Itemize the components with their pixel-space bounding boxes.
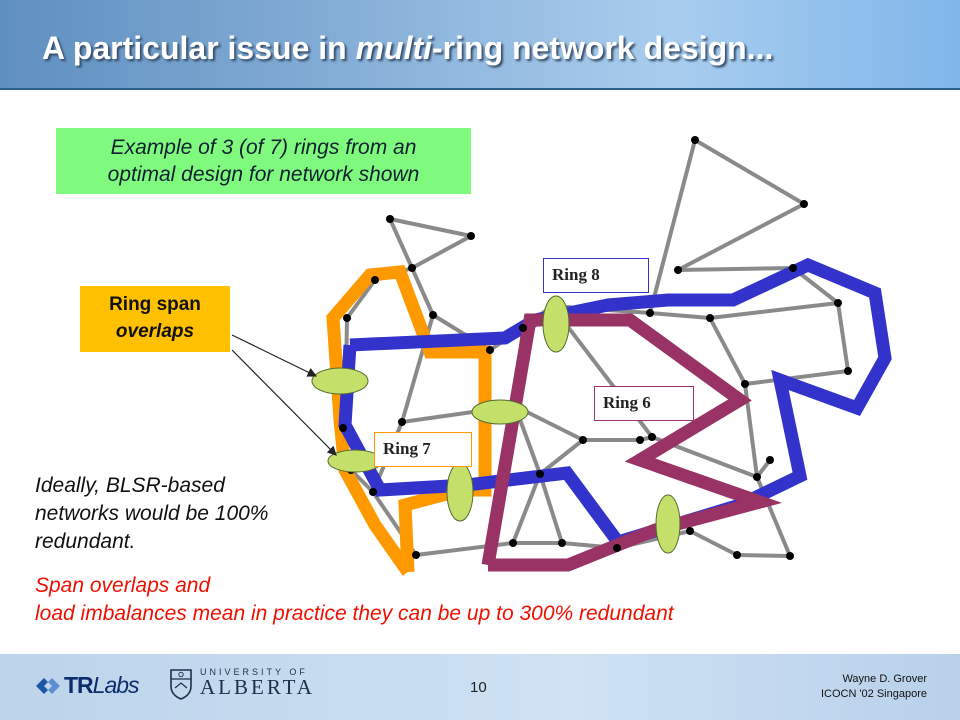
network-node	[519, 324, 527, 332]
network-span	[414, 541, 515, 557]
network-span	[693, 138, 806, 206]
network-span	[538, 472, 564, 545]
title-part-italic: multi	[355, 30, 433, 66]
network-span	[708, 316, 747, 386]
overlap-callout: Ring span overlaps	[80, 286, 230, 352]
footer-author: Wayne D. Grover ICOCN '02 Singapore	[821, 672, 927, 702]
overlap-line-1: Ring span	[109, 294, 201, 315]
slide-title: A particular issue in multi-ring network…	[42, 30, 773, 67]
title-part-1: A particular issue in	[42, 30, 356, 66]
network-span	[388, 217, 473, 238]
ring-6-label: Ring 6	[594, 386, 694, 421]
span-overlap-marker	[471, 399, 529, 425]
ua-small-text: UNIVERSITY OF	[200, 667, 308, 677]
network-node	[369, 488, 377, 496]
university-of-alberta-logo: UNIVERSITY OF ALBERTA	[168, 667, 315, 700]
span-overlap-note: Span overlaps and load imbalances mean i…	[35, 572, 935, 628]
network-node	[766, 456, 774, 464]
overlap-arrow	[231, 349, 337, 456]
network-node	[339, 424, 347, 432]
network-span	[648, 311, 712, 320]
overlap-arrow	[231, 334, 318, 377]
network-node	[613, 544, 621, 552]
trlabs-mark-icon	[36, 677, 60, 694]
ideal-line-2: networks would be 100%	[35, 502, 269, 525]
title-part-3: -ring network design...	[432, 30, 774, 66]
network-node	[686, 527, 694, 535]
network-node	[509, 539, 517, 547]
network-span	[836, 301, 850, 373]
network-node	[800, 200, 808, 208]
title-bar	[0, 0, 960, 90]
trlabs-wordmark: TRLabs	[64, 672, 140, 698]
network-span	[410, 234, 473, 270]
network-span	[538, 438, 585, 476]
network-node	[386, 215, 394, 223]
network-node	[412, 551, 420, 559]
network-node	[733, 551, 741, 559]
example-callout: Example of 3 (of 7) rings from an optima…	[56, 128, 471, 194]
network-node	[648, 433, 656, 441]
network-node	[486, 346, 494, 354]
ua-big-text: ALBERTA	[200, 675, 315, 699]
network-span	[743, 369, 850, 386]
network-node	[741, 380, 749, 388]
network-span	[345, 278, 377, 320]
network-node	[429, 311, 437, 319]
page-number: 10	[470, 679, 487, 696]
network-node	[789, 264, 797, 272]
network-span	[388, 217, 414, 270]
span-overlap-marker	[311, 367, 369, 395]
network-node	[844, 367, 852, 375]
ideal-note: Ideally, BLSR-based networks would be 10…	[35, 472, 325, 556]
span-overlap-marker	[655, 494, 681, 554]
network-span	[511, 472, 542, 545]
network-span	[676, 202, 806, 272]
ring-7-label: Ring 7	[374, 432, 472, 467]
network-node	[646, 309, 654, 317]
span-overlap-marker	[542, 295, 570, 353]
overlap-arrows	[231, 334, 337, 456]
network-node	[834, 299, 842, 307]
network-node	[558, 539, 566, 547]
network-node	[467, 232, 475, 240]
university-crest-icon	[170, 668, 192, 700]
network-node	[674, 266, 682, 274]
network-span	[676, 266, 795, 272]
author-name: Wayne D. Grover	[842, 673, 927, 685]
network-node	[691, 136, 699, 144]
network-span	[735, 553, 792, 558]
overlap-line-2: overlaps	[115, 321, 195, 342]
network-node	[636, 436, 644, 444]
example-line-2: optimal design for network shown	[107, 163, 420, 186]
network-span	[349, 468, 375, 494]
network-node	[706, 314, 714, 322]
network-node	[536, 470, 544, 478]
network-span	[688, 529, 739, 557]
span-note-line-1: Span overlaps and	[35, 574, 211, 597]
trlabs-logo: TRLabs	[36, 672, 140, 699]
network-node	[579, 436, 587, 444]
network-span	[648, 138, 697, 315]
network-span	[410, 266, 435, 317]
span-note-line-2: load imbalances mean in practice they ca…	[35, 602, 674, 625]
network-node	[408, 264, 416, 272]
network-node	[753, 473, 761, 481]
span-overlap-marker	[446, 462, 474, 522]
example-line-1: Example of 3 (of 7) rings from an	[110, 136, 417, 159]
event-name: ICOCN '02 Singapore	[820, 688, 927, 700]
network-node	[786, 552, 794, 560]
footer-bar	[0, 654, 960, 720]
network-node	[371, 276, 379, 284]
ring-8-label: Ring 8	[543, 258, 649, 293]
ideal-line-1: Ideally, BLSR-based	[35, 474, 225, 497]
network-span	[708, 301, 840, 320]
ideal-line-3: redundant.	[35, 530, 136, 553]
network-node	[398, 418, 406, 426]
network-node	[343, 314, 351, 322]
